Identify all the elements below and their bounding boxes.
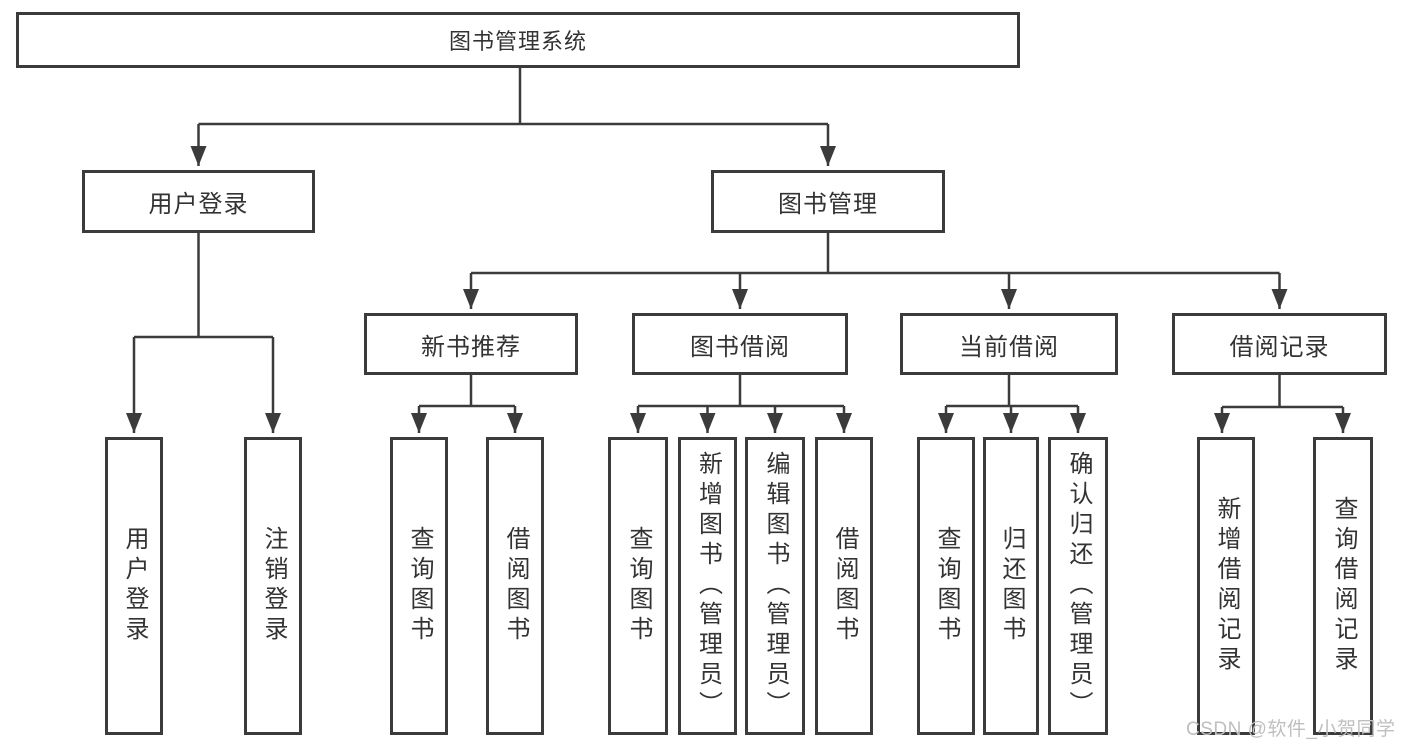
node-new-book-recommendation: 新书推荐 (364, 313, 578, 375)
leaf-query-books-borrowing: 查询图书 (608, 437, 668, 735)
leaf-query-books-current: 查询图书 (917, 437, 975, 735)
leaf-label: 注销登录 (260, 526, 287, 646)
node-user-login-module: 用户登录 (82, 170, 315, 233)
leaf-label: 用户登录 (121, 526, 148, 646)
leaf-label: 借阅图书 (502, 526, 529, 646)
leaf-add-borrow-record: 新增借阅记录 (1197, 437, 1255, 735)
node-borrowing-records: 借阅记录 (1172, 313, 1387, 375)
leaf-query-borrow-record: 查询借阅记录 (1313, 437, 1373, 735)
connector-skeleton (134, 68, 1343, 409)
leaf-label: 新增图书（管理员） (694, 451, 722, 721)
leaf-label: 查询图书 (625, 526, 652, 646)
leaf-return-book: 归还图书 (983, 437, 1039, 735)
csdn-watermark: CSDN @软件_小贺同学 (1186, 719, 1396, 740)
leaf-borrow-books: 借阅图书 (815, 437, 873, 735)
leaf-query-books-recommend: 查询图书 (390, 437, 448, 735)
node-current-borrowing: 当前借阅 (900, 313, 1118, 375)
connector-arrows (126, 124, 1351, 433)
node-book-management-module: 图书管理 (711, 170, 945, 233)
leaf-label: 查询借阅记录 (1330, 496, 1357, 676)
leaf-edit-book-admin: 编辑图书（管理员） (745, 437, 805, 735)
leaf-label: 新增借阅记录 (1213, 496, 1240, 676)
leaf-logout: 注销登录 (244, 437, 302, 735)
leaf-confirm-return-admin: 确认归还（管理员） (1048, 437, 1108, 735)
leaf-label: 查询图书 (406, 526, 433, 646)
leaf-user-login: 用户登录 (105, 437, 163, 735)
leaf-add-book-admin: 新增图书（管理员） (678, 437, 737, 735)
leaf-label: 借阅图书 (831, 526, 858, 646)
node-library-management-system: 图书管理系统 (16, 12, 1020, 68)
leaf-label: 归还图书 (998, 526, 1025, 646)
node-book-borrowing: 图书借阅 (632, 313, 848, 375)
leaf-borrow-books-recommend: 借阅图书 (486, 437, 544, 735)
leaf-label: 确认归还（管理员） (1065, 451, 1092, 721)
leaf-label: 编辑图书（管理员） (762, 451, 789, 721)
leaf-label: 查询图书 (933, 526, 960, 646)
